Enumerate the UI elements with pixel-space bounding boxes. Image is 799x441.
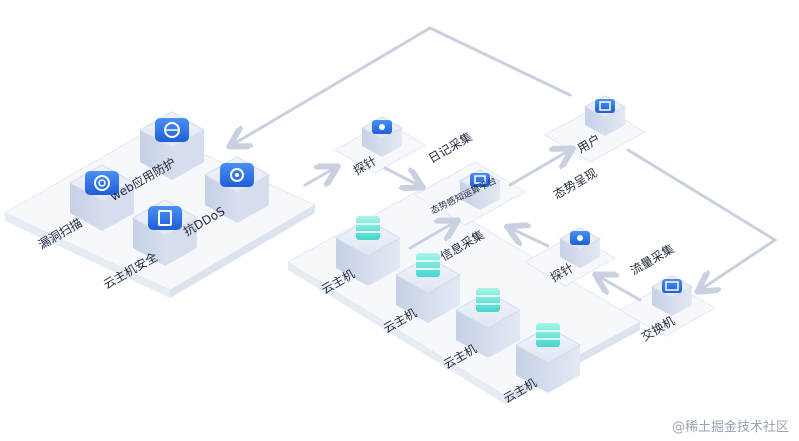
host-sec-box	[131, 199, 199, 266]
switch-box	[650, 275, 694, 316]
arrow-platform-user	[508, 150, 570, 187]
arrows	[232, 26, 778, 302]
probe-icon	[379, 124, 385, 130]
server-stack-icon	[356, 216, 380, 240]
switch-icon	[665, 281, 679, 291]
arrow-probe-platform	[383, 166, 420, 186]
probe-mid-box	[558, 227, 602, 268]
gear-icon	[230, 168, 244, 182]
user-box	[583, 95, 627, 136]
host-box-3	[454, 288, 522, 358]
server-stack-icon	[536, 323, 560, 347]
arrow-user-switch	[626, 148, 778, 290]
monitor-icon	[474, 175, 486, 184]
host-box-4	[514, 323, 582, 393]
probe-top-box	[360, 116, 404, 157]
arrow-probemid-platform	[510, 228, 550, 248]
web-protect-box	[138, 111, 206, 180]
arrow-security-probe	[303, 168, 335, 185]
arrow-user-to-security	[232, 26, 572, 145]
document-icon	[158, 210, 172, 226]
vuln-scan-box	[68, 164, 136, 231]
central-box	[458, 169, 502, 210]
watermark: @稀土掘金技术社区	[671, 420, 789, 435]
anti-ddos-box	[203, 156, 271, 223]
host-box-2	[394, 253, 462, 323]
user-screen-icon	[599, 101, 611, 111]
probe-icon-2	[577, 235, 583, 241]
scan-icon	[94, 175, 110, 191]
server-stack-icon	[476, 288, 500, 312]
server-stack-icon	[416, 253, 440, 277]
arrow-host-platform	[408, 222, 455, 250]
arrow-switch-probemid	[598, 276, 642, 302]
host-box-1	[334, 216, 402, 286]
